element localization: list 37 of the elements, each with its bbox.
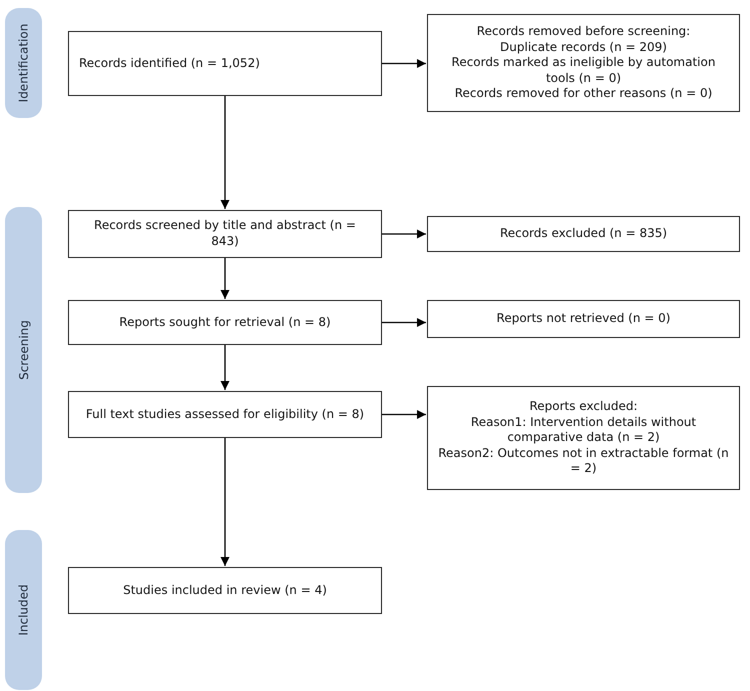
process-box [68, 210, 382, 258]
arrow [220, 345, 230, 390]
box-text: Records removed before screening: [476, 24, 690, 40]
box-text: Records marked as ineligible by automation tools (n = 0) [450, 55, 716, 86]
box-text: Records removed for other reasons (n = 0) [454, 86, 712, 102]
process-box [427, 386, 740, 490]
process-box [68, 300, 382, 345]
box-text: Records excluded (n = 835) [500, 226, 668, 242]
box-text: Full text studies assessed for eligibility (n = 8) [86, 406, 364, 422]
arrow [220, 96, 230, 209]
process-box [68, 567, 382, 614]
process-box [427, 300, 740, 338]
arrow [220, 258, 230, 299]
stage-label: Identification [16, 24, 30, 102]
process-box [427, 14, 740, 112]
box-text: Studies included in review (n = 4) [123, 582, 327, 598]
box-text: Reason2: Outcomes not in extractable format (n = 2) [438, 446, 729, 477]
box-text: Reports not retrieved (n = 0) [496, 311, 670, 327]
box-text: Reports excluded: [529, 399, 638, 415]
arrow [382, 318, 426, 328]
box-text: Records identified (n = 1,052) [79, 56, 260, 72]
box-text: Reports sought for retrieval (n = 8) [119, 314, 331, 330]
arrow [382, 58, 426, 68]
process-box [68, 391, 382, 438]
stage-label: Screening [16, 320, 30, 380]
stage-band [5, 530, 42, 690]
process-box [68, 31, 382, 96]
box-text: Duplicate records (n = 209) [500, 40, 667, 56]
stage-label: Included [16, 584, 30, 636]
stage-band [5, 8, 42, 118]
box-text: Reason1: Intervention details without comparative data (n = 2) [470, 414, 698, 446]
arrow [220, 438, 230, 566]
stage-band [5, 207, 42, 493]
arrow [382, 229, 426, 239]
process-box [427, 216, 740, 252]
arrow [382, 410, 426, 420]
box-text: Records screened by title and abstract (n = 843) [93, 218, 357, 250]
